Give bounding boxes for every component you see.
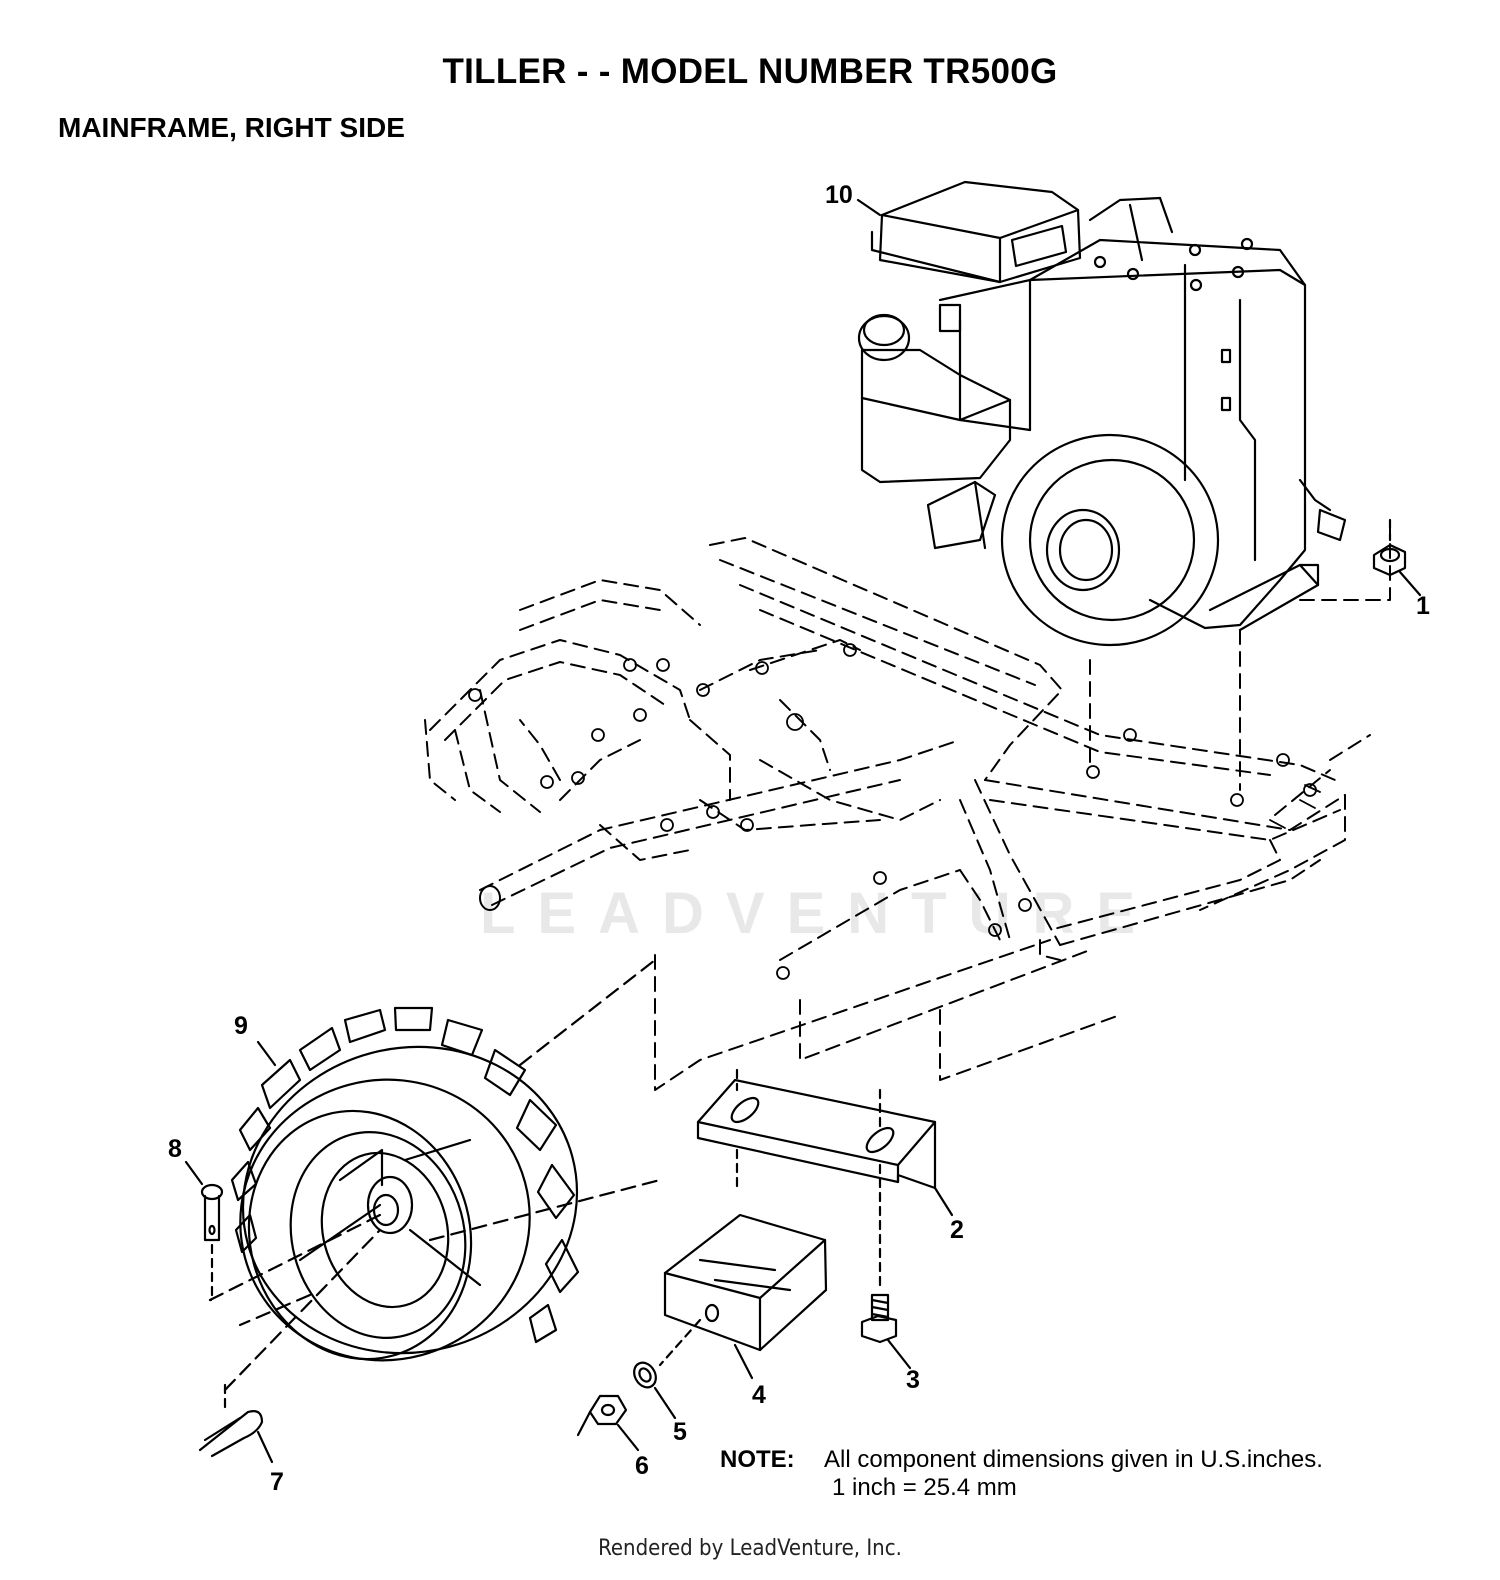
- clevis-pin: [184, 1160, 224, 1302]
- callout-2: 2: [950, 1216, 964, 1244]
- mounting-bracket: [696, 1068, 954, 1217]
- callout-1: 1: [1416, 592, 1430, 620]
- hex-nut: [576, 1394, 640, 1452]
- diagram-subtitle: MAINFRAME, RIGHT SIDE: [58, 112, 405, 143]
- callout-7: 7: [270, 1468, 284, 1496]
- callout-8: 8: [168, 1135, 182, 1163]
- note-label: NOTE:: [720, 1446, 795, 1473]
- footer-credit: Rendered by LeadVenture, Inc.: [598, 1536, 902, 1561]
- lock-nut: [1372, 518, 1422, 597]
- callout-9: 9: [234, 1012, 248, 1040]
- wheel-and-tire: [208, 958, 662, 1392]
- weight-block: [658, 1213, 828, 1380]
- note-line1: All component dimensions given in U.S.in…: [824, 1446, 1323, 1473]
- mainframe-dashed: [424, 519, 1391, 1091]
- note-line2: 1 inch = 25.4 mm: [832, 1474, 1017, 1501]
- callout-6: 6: [635, 1452, 649, 1480]
- callout-3: 3: [906, 1366, 920, 1394]
- callout-5: 5: [673, 1418, 687, 1446]
- dimension-note: NOTE: All component dimensions given in U…: [720, 1446, 1323, 1502]
- engine: [857, 180, 1347, 647]
- leader-10: [856, 198, 882, 217]
- hairpin-clip: [198, 1383, 274, 1464]
- watermark-text: LEADVENTURE: [480, 881, 1158, 946]
- callout-10: 10: [825, 181, 853, 209]
- diagram-title: TILLER - - MODEL NUMBER TR500G: [442, 52, 1058, 91]
- frame-bolt-holes: [468, 643, 1321, 980]
- bolt: [860, 1163, 912, 1370]
- lock-washer: [633, 1361, 677, 1420]
- callout-4: 4: [752, 1381, 766, 1409]
